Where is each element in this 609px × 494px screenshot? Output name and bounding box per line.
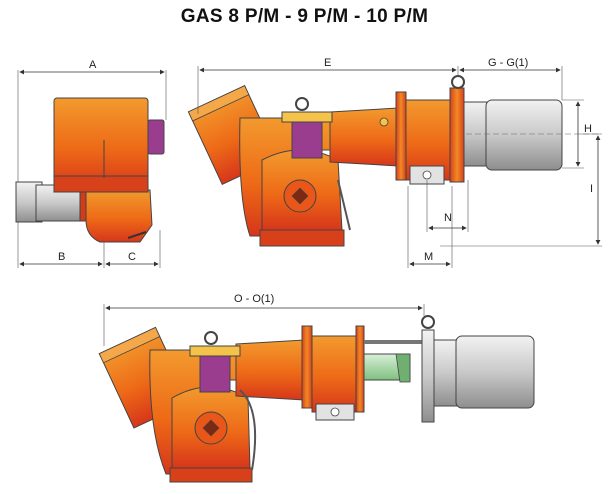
side-view [15, 97, 165, 243]
bottom-motor [455, 335, 535, 409]
dim-e: E [324, 57, 331, 69]
top-motor [485, 99, 563, 171]
side-purple-knob [147, 119, 165, 155]
top-blast-tube [329, 107, 399, 167]
dim-a: A [89, 59, 97, 71]
dim-h: H [584, 123, 592, 135]
dim-i: I [590, 183, 593, 195]
bottom-blast-tube [235, 339, 305, 401]
side-fan-housing [85, 189, 153, 243]
dim-n: N [444, 212, 452, 224]
dim-c: C [128, 251, 136, 263]
top-dimensions: E G - G(1) H I N M [197, 57, 602, 268]
dim-o: O - O(1) [234, 293, 274, 305]
top-purple-valve [291, 119, 323, 159]
bottom-dimensions: O - O(1) [103, 293, 425, 346]
top-burner-view [187, 75, 600, 247]
bottom-burner-view [98, 315, 535, 483]
dim-m: M [424, 251, 433, 263]
bottom-purple-valve [199, 353, 231, 393]
dim-b: B [58, 251, 65, 263]
side-dimensions: A B C [17, 59, 167, 268]
page-title: GAS 8 P/M - 9 P/M - 10 P/M [180, 6, 429, 27]
dim-g: G - G(1) [488, 57, 528, 69]
top-flange [395, 91, 407, 181]
